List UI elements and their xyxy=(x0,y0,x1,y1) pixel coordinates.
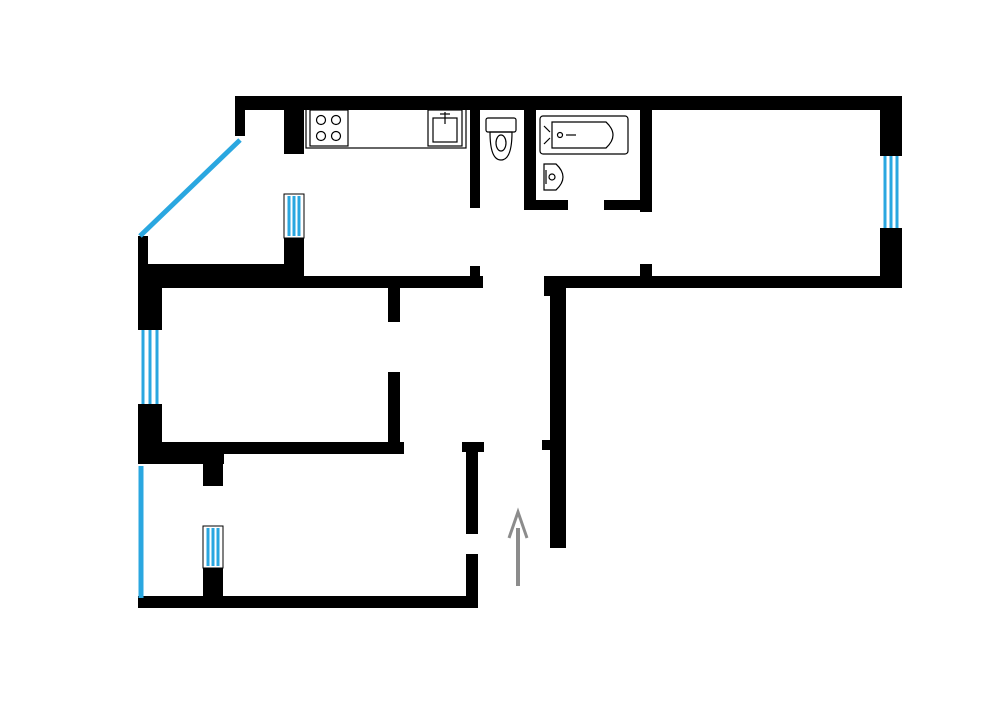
wall-bedroom1-right-upper xyxy=(388,288,400,322)
kitchen-sink-icon xyxy=(427,109,463,147)
wall-wc-bath-divider xyxy=(524,108,536,210)
window-bedroom2-balcony-door xyxy=(202,525,224,569)
wall-wc-left-stub xyxy=(470,266,480,276)
wall-kitchen-bedroom xyxy=(138,276,483,288)
wall-right-lower xyxy=(880,228,902,288)
washbasin-icon xyxy=(543,163,564,191)
wall-living-bottom xyxy=(546,276,902,288)
wall-right-upper xyxy=(880,96,902,156)
wall-bedroom1-bottom xyxy=(138,442,404,454)
wall-balcony-bottom xyxy=(138,264,304,276)
wall-wc-bottom-right xyxy=(524,200,568,210)
wall-wc-left xyxy=(470,108,480,208)
wall-bottom xyxy=(138,596,478,608)
wall-bedroom2-pier-upper xyxy=(203,452,223,486)
walls xyxy=(138,96,902,608)
kitchen-counter xyxy=(305,107,467,149)
wall-bath-right xyxy=(640,108,652,212)
wall-corridor-right xyxy=(550,286,566,548)
wall-bedroom2-right-lower xyxy=(466,554,478,608)
wall-bedroom1-left-upper xyxy=(138,276,162,330)
wall-kitchen-pier xyxy=(284,108,304,154)
wall-bedroom2-top-strip xyxy=(138,452,224,464)
windows xyxy=(138,138,902,598)
toilet-icon xyxy=(485,117,517,161)
entrance-arrow-icon xyxy=(507,507,529,586)
wall-bedroom1-right-lower xyxy=(388,372,400,452)
window-living-right xyxy=(880,156,902,228)
bathtub-icon xyxy=(539,115,629,155)
stove-icon xyxy=(309,109,349,147)
wall-top xyxy=(235,96,902,110)
wall-corridor-top-stub xyxy=(544,276,556,296)
wall-corridor-right-stub xyxy=(542,440,554,450)
wall-kitchen-left-stub xyxy=(235,96,245,136)
window-bedroom1-left xyxy=(138,330,162,404)
wall-bath-bottom-right xyxy=(604,200,652,210)
window-kitchen-balcony-door xyxy=(283,193,305,239)
window-angled-balcony xyxy=(138,138,242,238)
wall-balcony-left xyxy=(138,236,148,276)
wall-bath-right-stub xyxy=(640,264,652,276)
wall-bedroom2-right xyxy=(466,442,478,534)
